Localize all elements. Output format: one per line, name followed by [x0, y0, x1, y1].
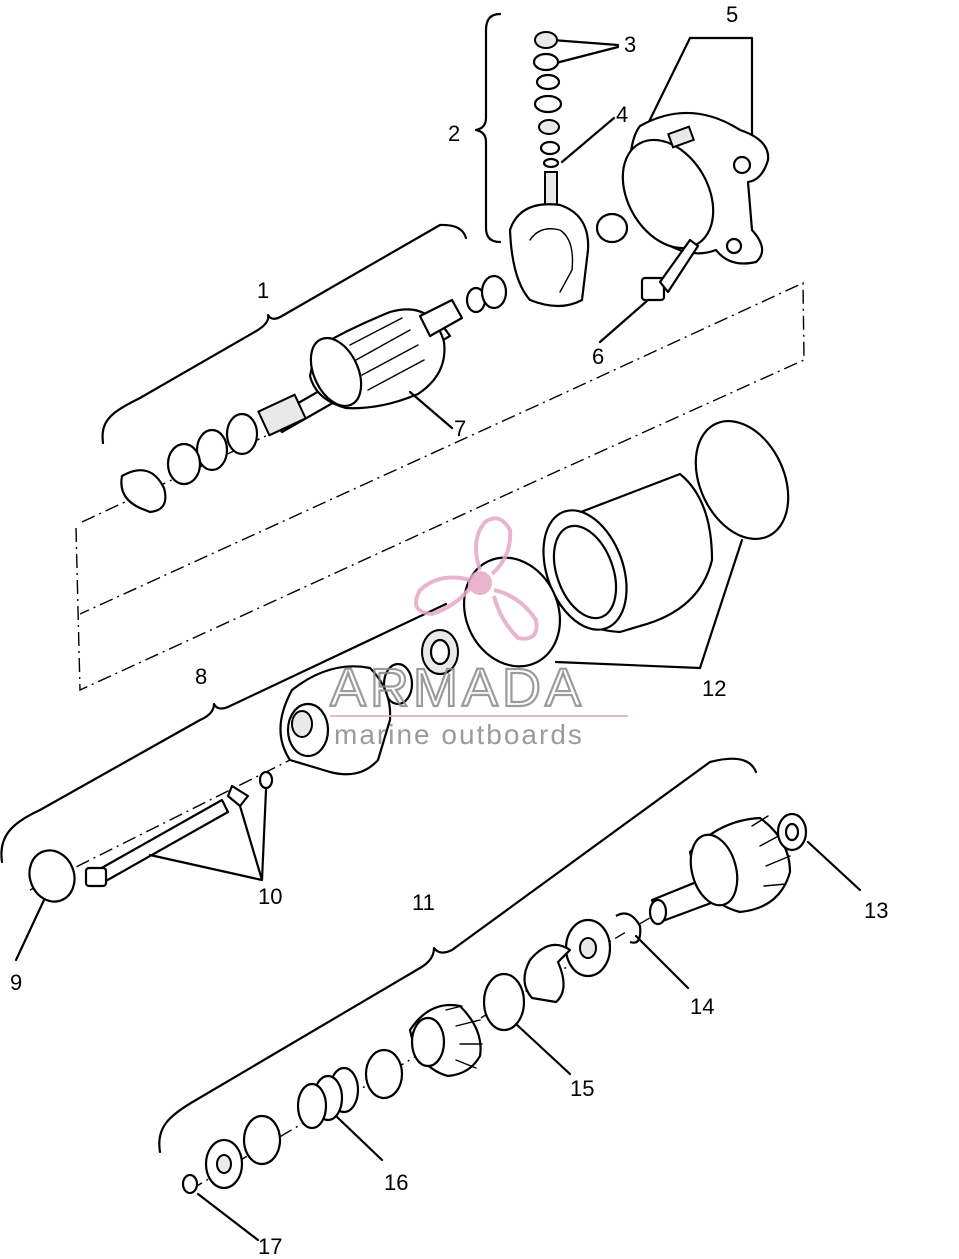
callout-1: 1: [257, 278, 269, 303]
callout-8: 8: [195, 664, 207, 689]
yoke-housing: [542, 472, 714, 634]
bracket-3: [550, 38, 620, 66]
lock-plate: [523, 943, 572, 1004]
callout-11: 11: [412, 890, 435, 915]
collar: [364, 1048, 404, 1100]
watermark-tagline: marine outboards: [334, 719, 584, 750]
brush-holder-plate: [508, 203, 590, 308]
washer-rear: [204, 1138, 244, 1190]
bracket-2: [474, 12, 502, 244]
watermark-brand: ARMADA: [330, 658, 585, 718]
bracket-8: [0, 602, 448, 864]
callout-6: 6: [592, 344, 604, 369]
through-bolt-short: [640, 238, 700, 302]
o-ring-rear: [694, 419, 790, 541]
spring-16: [296, 1066, 360, 1130]
thrust-washer: [564, 918, 612, 978]
drive-gear-shaft: [648, 815, 792, 926]
needle-bearing: [382, 629, 459, 706]
callout-13: 13: [864, 898, 888, 923]
ring-9: [28, 849, 76, 903]
end-cover: [621, 111, 770, 265]
callout-10: 10: [258, 884, 282, 909]
washer-13: [776, 812, 808, 852]
clip-17: [181, 1173, 199, 1195]
armada-watermark: ARMADA marine outboards: [329, 516, 628, 750]
o-ring-15: [482, 972, 526, 1032]
callout-4: 4: [616, 102, 628, 127]
snap-ring-14: [615, 912, 642, 944]
callout-2: 2: [448, 121, 460, 146]
callout-14: 14: [690, 994, 714, 1019]
callout-12: 12: [702, 676, 726, 701]
callout-16: 16: [384, 1170, 408, 1195]
callout-5: 5: [726, 2, 738, 27]
callout-17: 17: [258, 1234, 282, 1259]
propeller-logo-icon: [414, 516, 539, 641]
front-housing: [279, 665, 392, 776]
armature: [257, 298, 464, 437]
armature-washers-rear: [120, 412, 259, 514]
axis-frame: [75, 281, 805, 692]
callout-9: 9: [10, 970, 22, 995]
callout-3: 3: [624, 32, 636, 57]
callout-7: 7: [454, 416, 466, 441]
terminal-stud-stack: [532, 31, 563, 213]
armature-washers-top: [465, 274, 508, 314]
bracket-1: [101, 223, 468, 445]
stopper: [242, 1114, 282, 1166]
through-bolt-long: [84, 770, 274, 888]
callout-15: 15: [570, 1076, 594, 1101]
bushing: [595, 212, 629, 244]
bracket-11: [158, 757, 758, 1154]
pinion-gear: [408, 1003, 483, 1078]
